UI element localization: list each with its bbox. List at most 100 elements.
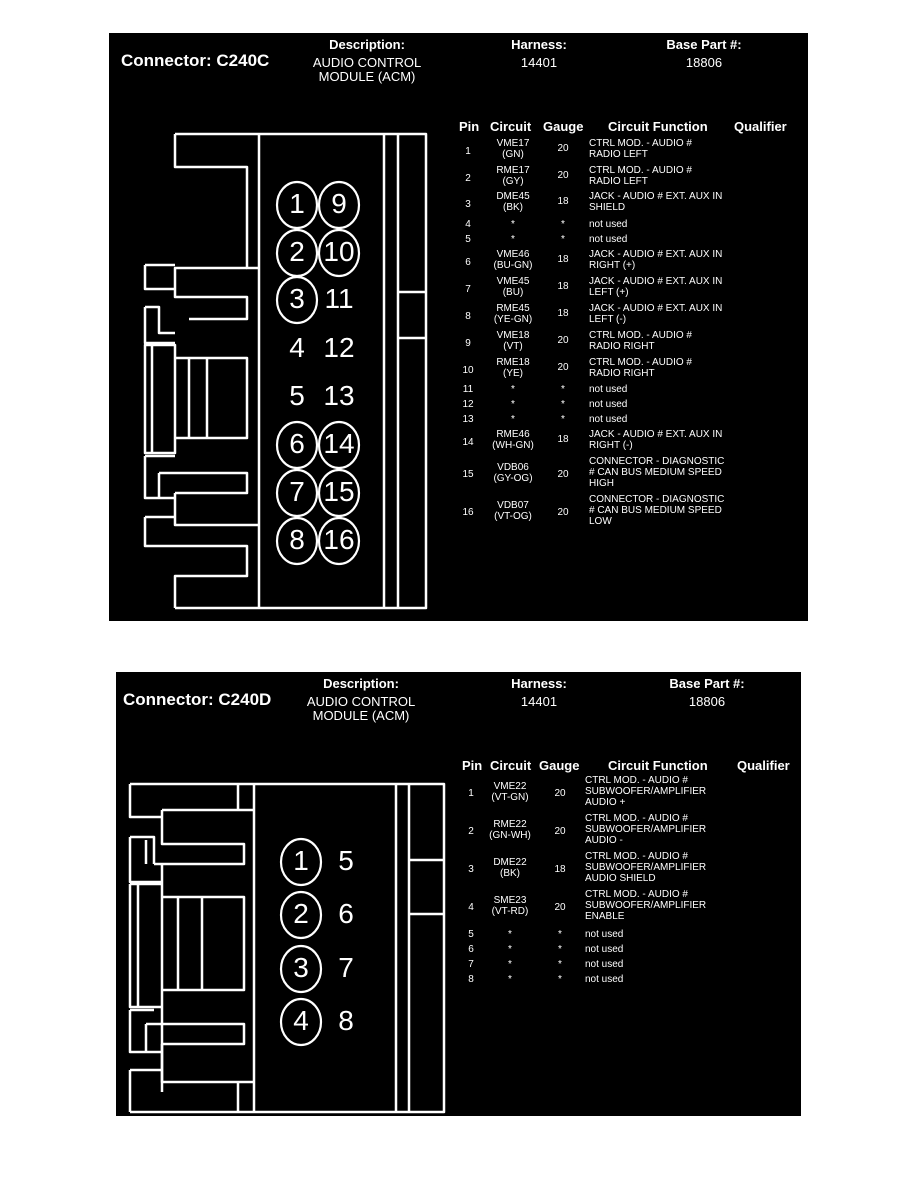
table-row: 15 VDB06(GY-OG) 20 CONNECTOR - DIAGNOSTI… [457,456,797,493]
function-line: SUBWOOFER/AMPLIFIER [585,862,707,873]
column-header-circuit-function: Circuit Function [608,758,708,773]
column-header-gauge: Gauge [539,758,580,773]
function-line: CTRL MOD. - AUDIO # [589,330,692,341]
gauge: * [561,234,565,245]
wire-color: (GY-OG) [493,473,533,484]
pin-number: 4 [465,219,471,230]
connector-title: Connector: C240D [123,690,272,709]
connector-face-diagram [109,33,439,621]
table-row: 13 * * not used [457,414,797,428]
table-row: 4 SME23(VT-RD) 20 CTRL MOD. - AUDIO #SUB… [460,889,800,926]
circuit: SME23(VT-RD) [482,895,538,917]
gauge: 20 [554,826,566,837]
function-line: CTRL MOD. - AUDIO # [585,851,688,862]
pin-number: 1 [468,788,474,799]
circuit-id: RME46 [496,429,530,440]
gauge: * [558,974,562,985]
function-line: RIGHT (+) [589,260,636,271]
wire-color: (GY) [502,176,524,187]
function-line: # CAN BUS MEDIUM SPEED [589,505,722,516]
base-part-label: Base Part #: [666,37,742,52]
harness-value: 14401 [520,694,558,709]
diagram-pin-5: 5 [338,845,354,876]
circuit-id: * [511,399,515,410]
wire-color: (GN) [502,149,524,160]
pin-number: 5 [468,929,474,940]
diagram-pin-7: 7 [338,952,354,983]
pin-number: 7 [468,959,474,970]
description-line: MODULE (ACM) [318,69,416,84]
circuit: RME46(WH-GN) [485,429,541,451]
circuit-function: CONNECTOR - DIAGNOSTIC# CAN BUS MEDIUM S… [589,494,749,527]
pin-number: 6 [468,944,474,955]
gauge: 18 [557,196,569,207]
circuit-id: VME46 [496,249,530,260]
pin-number: 16 [462,507,474,518]
gauge: * [561,219,565,230]
diagram-pin-3: 3 [289,283,305,314]
circuit-id: RME17 [496,165,530,176]
base-part-value: 18806 [685,55,723,70]
circuit: RME18(YE) [485,357,541,379]
column-header-qualifier: Qualifier [734,119,787,134]
circuit: RME22(GN-WH) [482,819,538,841]
circuit-id: * [511,219,515,230]
circuit-function: CTRL MOD. - AUDIO #RADIO RIGHT [589,330,749,352]
diagram-pin-1: 1 [289,188,305,219]
table-row: 1 VME22(VT-GN) 20 CTRL MOD. - AUDIO #SUB… [460,775,800,812]
gauge: 20 [557,507,569,518]
circuit-id: VME45 [496,276,530,287]
function-line: JACK - AUDIO # EXT. AUX IN [589,429,723,440]
circuit-function: not used [589,219,628,230]
function-line: RADIO RIGHT [589,341,655,352]
circuit: VME46(BU-GN) [485,249,541,271]
table-row: 11 * * not used [457,384,797,398]
pin-number: 3 [468,864,474,875]
diagram-pin-1: 1 [293,845,309,876]
description-line: MODULE (ACM) [312,708,410,723]
wire-color: (BU-GN) [493,260,533,271]
circuit-id: * [511,384,515,395]
function-line: AUDIO SHIELD [585,873,656,884]
function-line: JACK - AUDIO # EXT. AUX IN [589,191,723,202]
circuit-function: not used [585,974,624,985]
wire-color: (YE) [503,368,523,379]
circuit-id: RME22 [493,819,527,830]
connector-panel-c240d: Connector: C240D Description: AUDIO CONT… [116,672,801,1116]
column-header-circuit: Circuit [490,119,532,134]
wire-color: (VT-OG) [494,511,532,522]
description-line: AUDIO CONTROL [306,694,416,709]
gauge: 20 [557,143,569,154]
diagram-pin-9: 9 [331,188,347,219]
table-row: 10 RME18(YE) 20 CTRL MOD. - AUDIO #RADIO… [457,357,797,383]
diagram-pin-11: 11 [324,283,354,314]
function-line: JACK - AUDIO # EXT. AUX IN [589,303,723,314]
description-label: Description: [323,676,399,691]
circuit-id: VME17 [496,138,530,149]
gauge: * [561,414,565,425]
circuit-id: VDB07 [497,500,529,511]
wire-color: (WH-GN) [492,440,534,451]
harness-value: 14401 [520,55,558,70]
table-row: 2 RME22(GN-WH) 20 CTRL MOD. - AUDIO #SUB… [460,813,800,850]
pin-number: 2 [465,173,471,184]
table-row: 6 * * not used [460,944,800,958]
table-row: 12 * * not used [457,399,797,413]
pin-number: 6 [465,257,471,268]
diagram-pin-4: 4 [289,332,305,363]
circuit-function: CTRL MOD. - AUDIO #RADIO LEFT [589,138,749,160]
function-line: HIGH [589,478,614,489]
pin-number: 2 [468,826,474,837]
table-row: 8 * * not used [460,974,800,988]
pin-number: 14 [462,437,474,448]
pin-number: 10 [462,365,474,376]
column-header-pin: Pin [462,758,483,773]
function-line: AUDIO + [585,797,626,808]
function-line: CTRL MOD. - AUDIO # [585,889,688,900]
circuit-function: not used [589,414,628,425]
wire-color: (VT-GN) [491,792,529,803]
